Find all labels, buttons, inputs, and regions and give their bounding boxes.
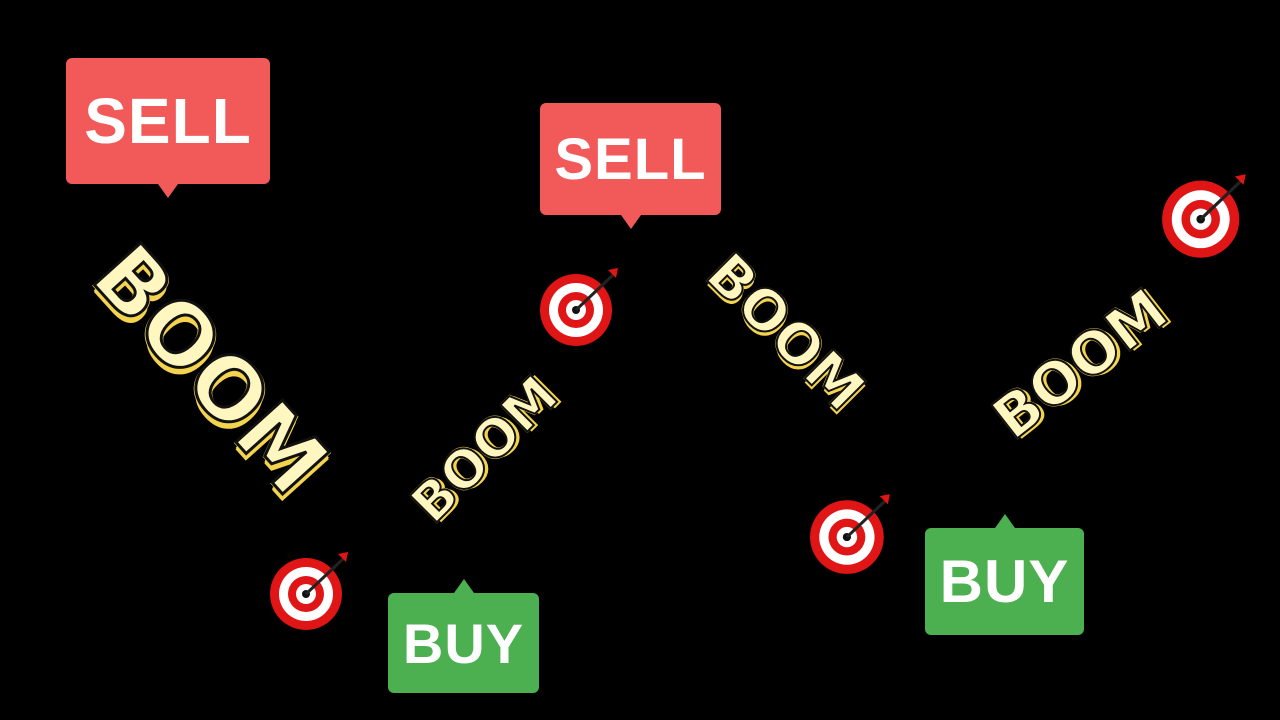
buy-label: BUY: [402, 611, 525, 675]
buy-tag: BUY: [388, 579, 539, 693]
buy-tag: BUY: [925, 514, 1084, 635]
sell-tag: SELL: [540, 103, 721, 229]
boom-text: BOOM: [72, 225, 348, 516]
sell-tag: SELL: [66, 58, 270, 198]
boom-text: BOOM: [693, 240, 878, 425]
boom-text: BOOM: [399, 364, 571, 536]
buy-label: BUY: [939, 548, 1070, 615]
sell-label: SELL: [554, 126, 707, 192]
boom-text: BOOM: [979, 274, 1181, 453]
dartboard-target-icon: [540, 268, 618, 346]
sell-label: SELL: [84, 85, 252, 157]
dartboard-target-icon: [1162, 174, 1246, 258]
dartboard-target-icon: [270, 552, 348, 630]
dartboard-target-icon: [810, 494, 890, 574]
